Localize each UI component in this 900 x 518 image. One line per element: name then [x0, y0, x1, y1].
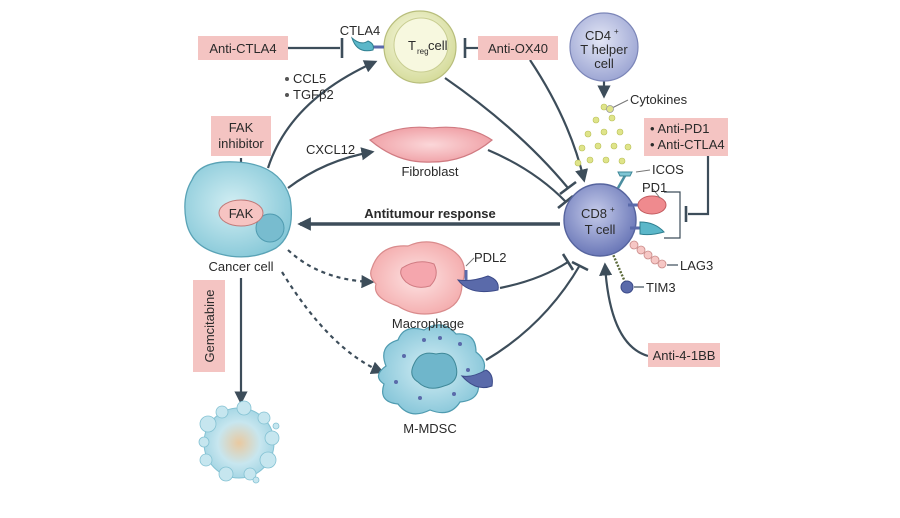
- ccl5-tgfb2-labels: CCL5 TGFβ2: [285, 71, 334, 102]
- macrophage-to-cd8-inhibition: [499, 261, 569, 290]
- svg-text:T: T: [408, 38, 416, 53]
- cancer-to-treg-arrow: [266, 60, 378, 169]
- svg-text:CD8: CD8: [581, 206, 607, 221]
- drug-fak-inhibitor: FAK inhibitor: [211, 116, 271, 156]
- treg-cell: [350, 10, 457, 84]
- ctla4-receptor: [350, 36, 384, 52]
- fak-label: FAK: [229, 206, 254, 221]
- anti-41bb-to-cd8-arrow: [599, 262, 649, 358]
- mdsc-label: M-MDSC: [403, 421, 456, 436]
- ctla4-label: CTLA4: [340, 23, 380, 38]
- inhibition-bar-mac-cd8: [561, 253, 575, 271]
- treg-to-cd8-inhibition: [444, 77, 569, 189]
- macrophage-label: Macrophage: [392, 316, 464, 331]
- drug-anti-ctla4: Anti-CTLA4: [198, 36, 288, 60]
- drug-gemcitabine: Gemcitabine: [193, 280, 225, 372]
- cancer-cell: [184, 161, 293, 258]
- cytokine-callout-dot: [606, 105, 614, 113]
- antitumour-response-label: Antitumour response: [364, 206, 495, 221]
- fibroblast-cell: [368, 126, 493, 163]
- icos-label: ICOS: [652, 162, 684, 177]
- cd8-label: CD8 + T cell: [581, 205, 616, 237]
- cd4-helper-cell: [569, 12, 639, 82]
- cd4-label: CD4 + T helper cell: [580, 27, 628, 71]
- svg-text:Gemcitabine: Gemcitabine: [202, 290, 217, 363]
- svg-text:• Anti-CTLA4: • Anti-CTLA4: [650, 137, 725, 152]
- tim3-label: TIM3: [646, 280, 676, 295]
- icos-receptor: [616, 169, 651, 189]
- tim3-receptor: [610, 251, 644, 294]
- pd1-label: PD1: [642, 180, 667, 195]
- svg-text:Anti-4-1BB: Anti-4-1BB: [653, 348, 716, 363]
- inhibition-bar-mdsc-cd8: [571, 260, 589, 272]
- svg-text:• Anti-PD1: • Anti-PD1: [650, 121, 709, 136]
- mdsc-to-cd8-inhibition: [485, 264, 581, 361]
- inhibition-bar-fib-cd8: [557, 194, 574, 210]
- cd8-ctla4-receptor: [630, 221, 665, 236]
- fibroblast-label: Fibroblast: [401, 164, 458, 179]
- svg-text:FAK: FAK: [229, 120, 254, 135]
- svg-text:+: +: [610, 205, 615, 214]
- fibroblast-to-cd8-inhibition: [487, 148, 567, 203]
- svg-text:Anti-CTLA4: Anti-CTLA4: [209, 41, 276, 56]
- cancer-to-macrophage-arrow: [287, 249, 375, 289]
- connectors: [233, 38, 710, 405]
- lag3-label: LAG3: [680, 258, 713, 273]
- cxcl12-label: CXCL12: [306, 142, 355, 157]
- svg-text:CCL5: CCL5: [293, 71, 326, 86]
- svg-text:+: +: [614, 27, 619, 36]
- cancer-cell-label: Cancer cell: [208, 259, 273, 274]
- cancer-to-fibroblast-arrow: [287, 147, 375, 189]
- fak-molecule: [218, 199, 264, 227]
- svg-text:TGFβ2: TGFβ2: [293, 87, 334, 102]
- anti-pd1-ctla4-connector: [688, 156, 710, 216]
- checkpoint-bracket: [664, 191, 681, 239]
- treg-label: T reg cell: [408, 38, 448, 56]
- svg-text:T helper: T helper: [580, 42, 628, 57]
- lag3-receptor: [629, 240, 678, 269]
- cd8-t-cell: [563, 169, 678, 294]
- drug-anti-pd1-anti-ctla4: • Anti-PD1 • Anti-CTLA4: [644, 118, 728, 156]
- svg-text:cell: cell: [428, 38, 448, 53]
- pd1-receptor: [628, 187, 667, 215]
- cytokines-label: Cytokines: [630, 92, 688, 107]
- svg-text:cell: cell: [594, 56, 614, 71]
- macrophage-cell: [370, 241, 499, 315]
- svg-text:T cell: T cell: [585, 222, 616, 237]
- drug-anti-ox40: Anti-OX40: [478, 36, 558, 60]
- dying-cancer-cell: [198, 400, 280, 484]
- mdsc-cell: [377, 324, 493, 415]
- svg-text:CD4: CD4: [585, 28, 611, 43]
- svg-text:Anti-OX40: Anti-OX40: [488, 41, 548, 56]
- pdl2-label: PDL2: [474, 250, 507, 265]
- svg-text:reg: reg: [417, 47, 429, 56]
- pdl2-receptor: [456, 257, 499, 293]
- anti-ox40-to-cd8-arrow: [529, 59, 589, 183]
- mdsc-receptor: [460, 369, 493, 389]
- svg-text:inhibitor: inhibitor: [218, 136, 264, 151]
- cytokine-dots: [574, 103, 632, 167]
- inhibition-bar-treg-cd8: [559, 180, 577, 196]
- drug-anti-41bb: Anti-4-1BB: [648, 343, 720, 367]
- cancer-to-mdsc-arrow: [281, 271, 385, 374]
- cytokines-leader-line: [611, 99, 629, 109]
